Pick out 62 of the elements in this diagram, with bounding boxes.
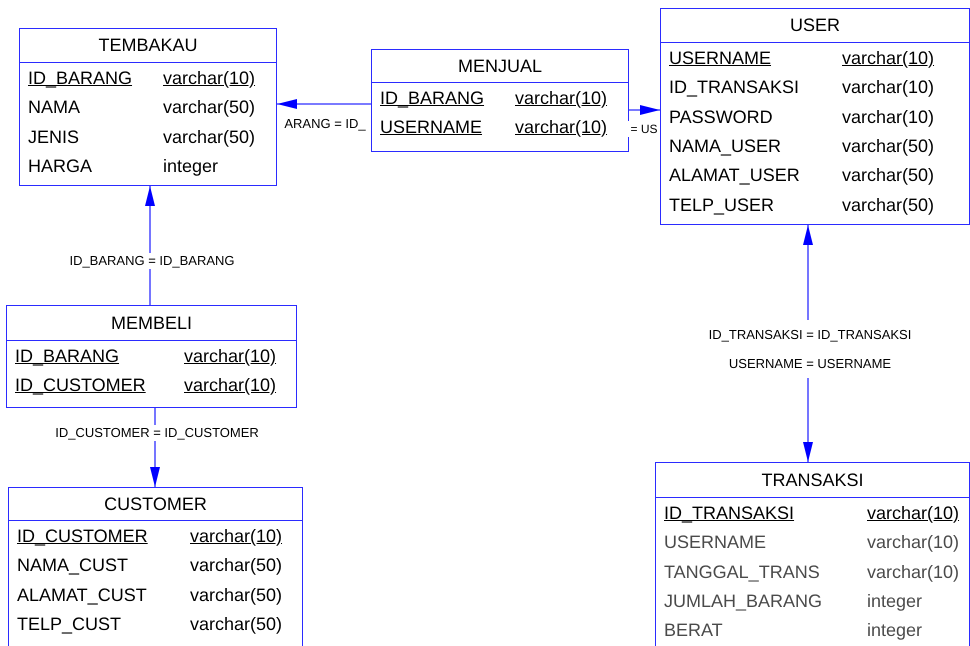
- data-type: varchar(10): [184, 374, 276, 396]
- data-type: integer: [163, 154, 218, 177]
- data-type: varchar(10): [515, 87, 608, 109]
- table-title: CUSTOMER: [104, 494, 207, 514]
- column-name: TELP_CUST: [17, 612, 122, 635]
- data-type: varchar(50): [842, 134, 934, 157]
- data-type: integer: [867, 590, 922, 612]
- data-type: varchar(10): [515, 116, 608, 138]
- relationship-arrow: [629, 105, 660, 115]
- entity-table: [371, 49, 629, 152]
- data-type: varchar(50): [842, 164, 934, 186]
- column-name: ID_BARANG: [380, 87, 484, 109]
- column-name: ID_CUSTOMER: [17, 525, 148, 547]
- column-name: ID_TRANSAKSI: [669, 76, 800, 98]
- table-title: TRANSAKSI: [761, 470, 864, 490]
- column-name: HARGA: [28, 154, 92, 177]
- column-name: ID_BARANG: [15, 345, 120, 367]
- data-type: varchar(10): [842, 47, 934, 69]
- table-title: MENJUAL: [458, 56, 542, 76]
- entity-table: [19, 28, 277, 186]
- data-type: varchar(50): [163, 96, 256, 118]
- column-name: TANGGAL_TRANS: [664, 560, 820, 583]
- column-name: JENIS: [28, 126, 80, 148]
- column-name: NAMA_CUST: [17, 554, 128, 576]
- column-name: ID_CUSTOMER: [15, 374, 146, 396]
- data-type: integer: [867, 619, 922, 642]
- data-type: varchar(10): [842, 76, 934, 98]
- column-name: ALAMAT_USER: [669, 164, 800, 186]
- column-name: BERAT: [664, 619, 723, 642]
- table-title: MEMBELI: [110, 312, 192, 334]
- column-name: ID_BARANG: [28, 67, 132, 89]
- data-type: varchar(10): [190, 525, 282, 547]
- relationship-arrow: [277, 99, 371, 109]
- data-type: varchar(50): [190, 554, 282, 576]
- data-type: varchar(50): [163, 126, 256, 148]
- data-type: varchar(10): [184, 345, 276, 367]
- entity-table: [8, 487, 303, 646]
- data-type: varchar(10): [867, 560, 960, 583]
- data-type: varchar(50): [190, 584, 282, 606]
- entity-table: [6, 305, 297, 408]
- data-type: varchar(10): [867, 531, 960, 554]
- relationship-arrow: [145, 186, 155, 305]
- data-type: varchar(10): [842, 106, 934, 128]
- data-type: varchar(10): [163, 67, 256, 89]
- data-type: varchar(50): [842, 194, 934, 216]
- column-name: PASSWORD: [669, 106, 773, 128]
- entity-table: [655, 462, 970, 646]
- table-title: TEMBAKAU: [98, 35, 198, 56]
- column-name: USERNAME: [380, 116, 482, 138]
- column-name: USERNAME: [669, 47, 772, 69]
- column-name: USERNAME: [664, 531, 766, 554]
- column-name: ID_TRANSAKSI: [664, 502, 794, 524]
- data-type: varchar(10): [867, 502, 960, 524]
- entity-table: [660, 8, 970, 225]
- column-name: NAMA_USER: [669, 134, 782, 157]
- column-name: JUMLAH_BARANG: [664, 590, 822, 612]
- edge-label: = US: [628, 121, 660, 137]
- column-name: TELP_USER: [669, 194, 774, 216]
- data-type: varchar(50): [190, 612, 282, 635]
- column-name: ALAMAT_CUST: [17, 584, 147, 606]
- column-name: NAMA: [28, 96, 80, 118]
- table-title: USER: [790, 15, 840, 36]
